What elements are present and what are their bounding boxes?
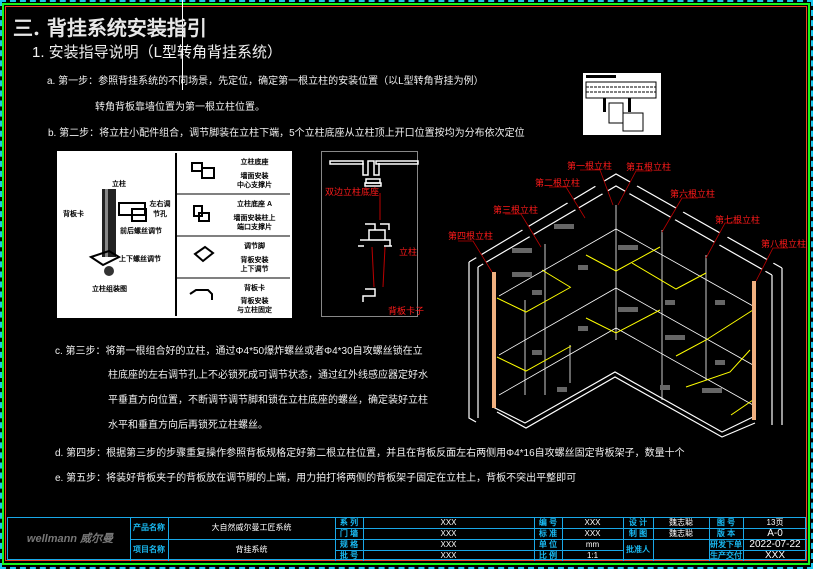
version-label: 版 本 (716, 529, 736, 538)
unit-value: mm (585, 540, 600, 549)
thumbnail-drawing (585, 75, 657, 132)
rd-label: 研发下单 (710, 540, 742, 549)
step-c: c. 第三步：将第一根组合好的立柱，通过Φ4*50爆炸螺丝或者Φ4*30自攻螺丝… (55, 346, 423, 357)
step-b: b. 第二步：将立柱小配件组合，调节脚装在立柱下端，5个立柱底座从立柱顶上开口位… (48, 128, 525, 139)
post-left (492, 272, 496, 408)
step-c-cont2: 平垂直方向位置，不断调节调节脚和锁在立柱底座的螺丝，确定装好立柱 (108, 395, 428, 406)
shelf-edges (496, 246, 754, 416)
parts-figure: 立柱 左右调节孔 背板卡 前后螺丝调节 上下螺丝调节 立柱组装图 立柱底座 墙面… (57, 151, 292, 318)
reference-thumbnail (583, 73, 661, 135)
prod-label: 生产交付 (710, 551, 742, 560)
door-value: XXX (440, 529, 457, 538)
code-label: 编 号 (538, 518, 558, 527)
draw-value: 魏志聪 (669, 529, 693, 538)
title-block: wellmann 威尔曼 产品名称 大自然威尔曼工匠系统 项目名称 背挂系统 系… (7, 517, 807, 561)
series-value: XXX (440, 518, 457, 527)
label-post: 立柱 (399, 247, 418, 257)
unit-label: 单 位 (538, 540, 558, 549)
step-a-cont: 转角背板靠墙位置为第一根立柱位置。 (95, 102, 265, 113)
design-label: 设 计 (628, 518, 648, 527)
label-back-clip: 背板卡 (63, 211, 84, 218)
spec-label: 规 格 (339, 540, 359, 549)
part-name: 背板卡 (244, 285, 265, 292)
label-clip: 背板卡子 (388, 306, 425, 316)
rd-value: 2022-07-22 (749, 539, 801, 550)
scale-label: 比 例 (538, 551, 558, 560)
std-value: XXX (584, 529, 601, 538)
label-lr-hole: 左右调节孔 (149, 201, 171, 218)
series-label: 系 列 (339, 518, 359, 527)
spec-value: XXX (440, 540, 457, 549)
product-label: 产品名称 (133, 523, 165, 532)
post-label-8: 第八根立柱 (761, 239, 807, 249)
part-desc: 墙面安装 (240, 173, 269, 180)
product-value: 大自然威尔曼工匠系统 (211, 523, 292, 532)
label-post: 立柱 (112, 181, 126, 188)
project-label: 项目名称 (133, 545, 165, 554)
part-desc: 端口支撑片 (237, 224, 272, 231)
scale-value: 1:1 (586, 551, 599, 560)
code-value: XXX (584, 518, 601, 527)
label-fb-screw: 前后螺丝调节 (120, 228, 162, 235)
page-title: 三. 背挂系统安装指引 (13, 16, 207, 40)
step-d: d. 第四步：根据第三步的步骤重复操作参照背板规格定好第二根立柱位置，并且在背板… (55, 448, 685, 459)
section-subtitle: 1. 安装指导说明（L型转角背挂系统） (32, 44, 283, 61)
label-ud-screw: 上下螺丝调节 (119, 256, 161, 263)
sheet-label: 图 号 (716, 518, 736, 527)
project-value: 背挂系统 (235, 545, 268, 554)
crosshair-cursor (182, 0, 183, 90)
part-desc: 上下调节 (240, 266, 269, 273)
batch-value: XXX (440, 551, 457, 560)
frame-green (2, 3, 810, 565)
sheet-value: 13页 (766, 518, 784, 527)
part-desc: 背板安装 (240, 257, 269, 264)
post-label-7: 第七根立柱 (715, 215, 761, 225)
post-assembly-drawing (88, 153, 290, 316)
door-label: 门 墙 (339, 529, 359, 538)
design-value: 魏志聪 (669, 518, 693, 527)
part-desc: 墙面安装柱上 (233, 215, 276, 222)
section-drawing (329, 160, 419, 302)
step-a: a. 第一步：参照背挂系统的不同场景，先定位，确定第一根立柱的安装位置（以L型转… (47, 76, 484, 87)
post-right (752, 281, 756, 420)
label-assembly: 立柱组装图 (92, 286, 127, 293)
step-c-cont1: 柱底座的左右调节孔上不必锁死成可调节状态，通过红外线感应器定好水 (108, 370, 428, 381)
post-label-1: 第一根立柱 (567, 161, 613, 171)
post-label-6: 第六根立柱 (670, 189, 716, 199)
frame-red (5, 6, 807, 561)
part-desc: 与立柱固定 (237, 307, 272, 314)
prod-value: XXX (764, 550, 785, 561)
approver-label: 批准人 (626, 545, 650, 554)
step-c-cont3: 水平和垂直方向后再锁死立柱螺丝。 (108, 420, 268, 431)
part-desc: 中心支撑片 (237, 182, 272, 189)
company-logo: wellmann 威尔曼 (26, 533, 114, 545)
part-desc: 背板安装 (240, 298, 269, 305)
batch-label: 批 号 (339, 551, 359, 560)
part-name: 立柱底座 (240, 159, 269, 166)
version-value: A-0 (767, 528, 783, 539)
post-label-3: 第三根立柱 (493, 205, 539, 215)
part-name: 立柱底座 A (237, 201, 272, 208)
draw-label: 制 图 (628, 529, 648, 538)
part-name: 调节脚 (244, 243, 265, 250)
post-label-4: 第四根立柱 (448, 231, 494, 241)
post-label-2: 第二根立柱 (535, 178, 581, 188)
section-figure: 双边立柱底座 立柱 背板卡子 (321, 151, 424, 317)
step-e: e. 第五步：将装好背板夹子的背板放在调节脚的上端，用力拍打将两侧的背板架子固定… (55, 473, 577, 484)
label-base: 双边立柱底座 (325, 187, 380, 197)
std-label: 标 准 (538, 529, 558, 538)
post-label-5: 第五根立柱 (626, 162, 672, 172)
